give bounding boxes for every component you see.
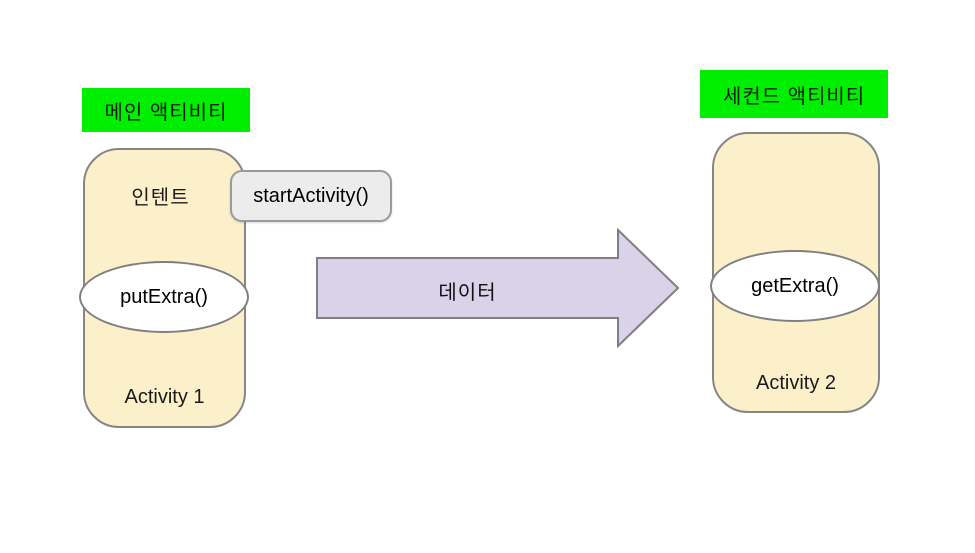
get-extra-ellipse: getExtra() <box>710 250 880 322</box>
intent-label: 인텐트 <box>131 187 190 209</box>
activity1-label: Activity 1 <box>124 386 205 408</box>
main-activity-group-label: 메인 액티비티 <box>82 88 250 132</box>
put-extra-ellipse: putExtra() <box>79 261 249 333</box>
arrow-shape <box>316 227 680 349</box>
second-activity-group-label: 세컨드 액티비티 <box>700 70 888 118</box>
activity2-label: Activity 2 <box>755 372 837 394</box>
start-activity-box: startActivity() <box>230 170 392 222</box>
data-arrow-label: 데이터 <box>438 282 497 304</box>
